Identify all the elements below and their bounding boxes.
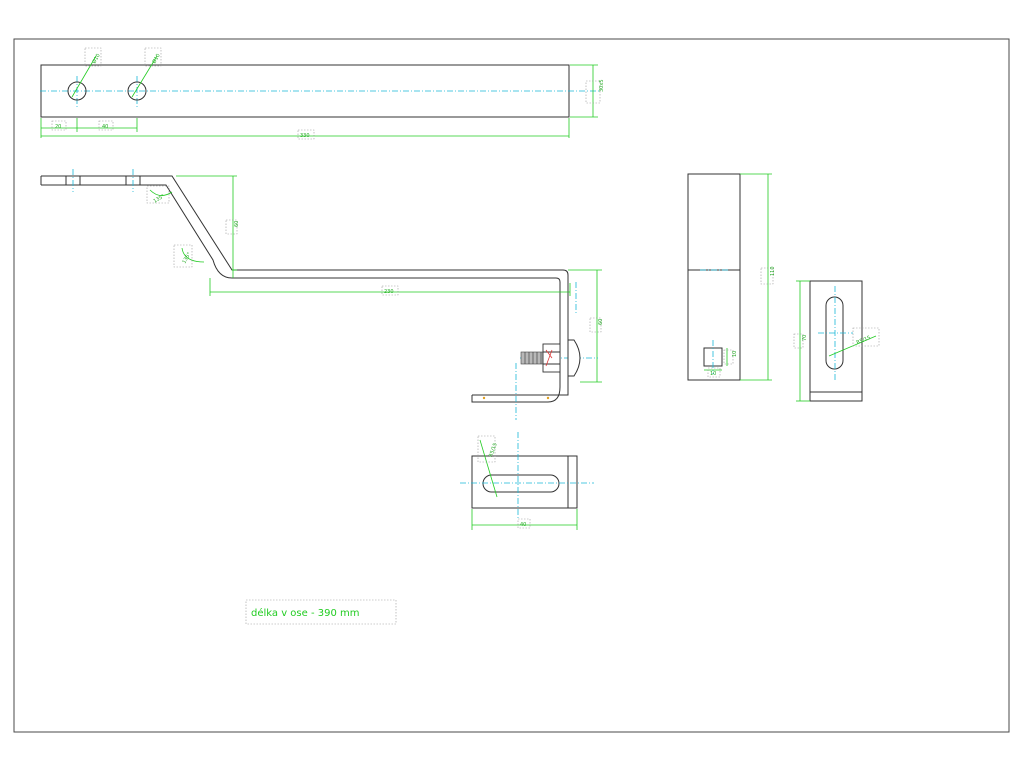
dim-top-length: 330 <box>300 133 310 139</box>
profile-outer <box>41 175 569 396</box>
side-view: 110 10 10 <box>687 173 776 381</box>
dim-side-square-w: 10 <box>710 371 716 377</box>
dim-profile-angle-1: 135° <box>152 193 166 204</box>
slot-hole <box>482 474 560 493</box>
dim-slot-width: 40 <box>520 522 526 528</box>
top-hole-1 <box>67 81 87 101</box>
dim-top-width: 30x5 <box>599 79 605 92</box>
slot-view: R5/15 40 <box>460 432 594 530</box>
dim-top-offset-2: 40 <box>102 124 108 130</box>
sheet-border <box>13 38 1010 733</box>
top-view: Ø10 Ø10 30x5 20 40 330 <box>40 47 605 140</box>
note: délka v ose - 390 mm <box>245 599 397 625</box>
profile-inner <box>41 184 561 403</box>
end-plate <box>809 280 863 402</box>
note-text: délka v ose - 390 mm <box>251 607 360 619</box>
dim-slot-label: R5/15 <box>488 442 499 458</box>
dim-end-slot-label: R5/15 <box>856 335 872 346</box>
dim-profile-angle-2: 135° <box>181 251 192 265</box>
profile-view: 135° 135° 60 230 60 <box>40 169 604 420</box>
dim-side-height: 110 <box>770 266 776 276</box>
dim-side-square-h: 10 <box>732 351 738 357</box>
slot-plate <box>471 455 578 509</box>
note-box <box>245 599 397 625</box>
bolt-head <box>567 339 581 377</box>
dim-profile-length: 230 <box>384 289 394 295</box>
top-hole-2 <box>127 81 147 101</box>
dim-profile-height: 60 <box>234 221 240 227</box>
end-view: R5/15 70 <box>793 280 880 402</box>
dim-top-hole-2: Ø10 <box>151 52 162 64</box>
dim-top-hole-1: Ø10 <box>91 52 102 64</box>
dim-profile-drop: 60 <box>598 319 604 325</box>
dim-top-offset-1: 20 <box>55 124 61 130</box>
side-plate <box>687 173 741 381</box>
dim-end-height: 70 <box>802 335 808 341</box>
